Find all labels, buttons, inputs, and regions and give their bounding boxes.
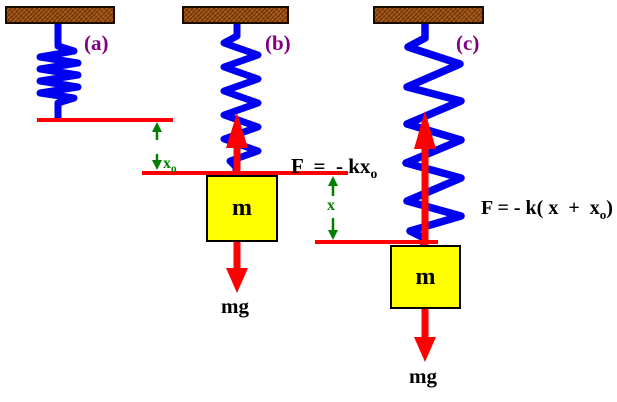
mass-block-c: m xyxy=(390,245,461,309)
ceiling-a xyxy=(5,6,115,24)
weight-label-c: mg xyxy=(409,364,437,388)
force-equation-b-subscript: o xyxy=(370,166,378,182)
spring-force-arrow-c xyxy=(414,111,436,247)
spring-force-arrow-b xyxy=(226,113,248,175)
spring-a-coil xyxy=(36,20,82,122)
force-equation-c-close: ) xyxy=(606,197,613,219)
ceiling-b xyxy=(182,6,289,24)
displacement-label-x0-main: x xyxy=(163,155,171,172)
force-equation-b-main: F = - kx xyxy=(291,154,371,178)
ceiling-c xyxy=(373,6,484,24)
mass-label-c: m xyxy=(415,263,436,290)
spring-b-stretched xyxy=(220,20,262,181)
panel-label-a: (a) xyxy=(84,31,109,55)
weight-arrow-c xyxy=(414,308,436,362)
measure-arrow-x0 xyxy=(152,122,162,170)
spring-c-stretched xyxy=(402,20,465,251)
mass-block-b: m xyxy=(206,175,278,242)
force-equation-c-main: F = - k( x + x xyxy=(481,197,600,219)
force-equation-b: F = - kxo xyxy=(270,129,377,207)
weight-arrow-b xyxy=(226,242,248,293)
displacement-label-x: x xyxy=(327,197,335,214)
panel-label-c: (c) xyxy=(456,31,480,55)
force-equation-c: F = - k( x + xo) xyxy=(461,174,613,246)
measure-arrow-x xyxy=(328,176,338,240)
force-equation-c-subscript: o xyxy=(599,207,607,222)
displacement-label-x0-subscript: o xyxy=(171,163,177,176)
displacement-label-x0: xo xyxy=(147,137,177,193)
weight-label-b: mg xyxy=(221,294,249,318)
mass-label-b: m xyxy=(232,195,252,221)
panel-label-b: (b) xyxy=(265,31,291,55)
